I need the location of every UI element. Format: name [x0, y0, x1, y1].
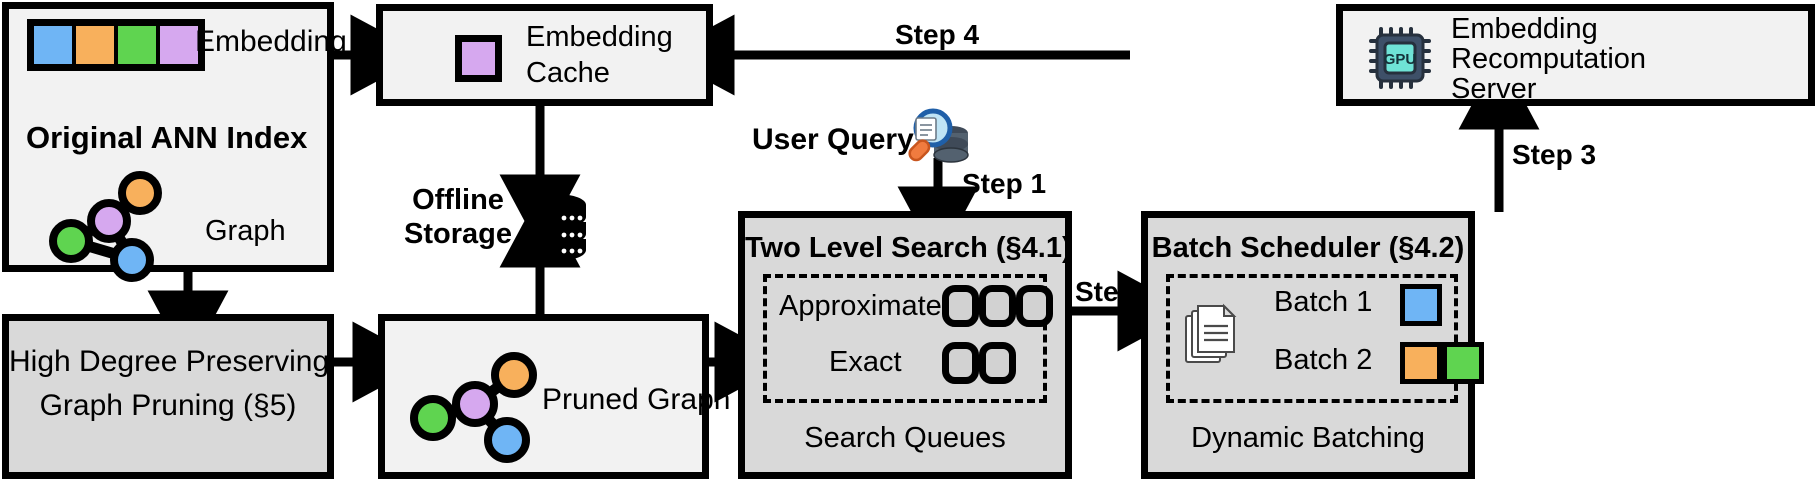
pruned-graph-label: Pruned Graph	[542, 383, 731, 416]
batch-1-label: Batch 1	[1274, 286, 1373, 318]
exact-queue-item-1	[942, 342, 979, 384]
exact-label: Exact	[829, 346, 902, 378]
batch-1-swatch-blue	[1400, 284, 1442, 326]
pruned-node-green	[410, 395, 456, 441]
graph-node-orange	[118, 171, 162, 215]
recomputation-server-line-2: Recomputation	[1451, 43, 1647, 75]
exact-queue-item-2	[979, 342, 1016, 384]
search-database-icon	[908, 108, 969, 163]
graph-pruning-box: High Degree Preserving Graph Pruning (§5…	[2, 314, 334, 479]
embedding-strip	[27, 19, 205, 71]
offline-storage-line-1: Offline	[412, 184, 504, 216]
original-ann-index-title: Original ANN Index	[26, 120, 308, 155]
recomputation-server-box: GPU Embedding Recomputation Server	[1336, 4, 1815, 106]
embedding-cache-line-1: Embedding	[526, 21, 673, 53]
embedding-cell-orange	[76, 26, 118, 64]
pruned-node-purple	[452, 381, 498, 427]
step-3-label: Step 3	[1512, 139, 1597, 170]
original-ann-index-box: Embedding Original ANN Index Graph	[2, 2, 347, 282]
recomputation-server-line-3: Server	[1451, 73, 1537, 105]
pruned-node-orange	[491, 352, 537, 398]
embedding-cell-blue	[34, 26, 76, 64]
embedding-label: Embedding	[195, 25, 347, 58]
approximate-queue-item-3	[1016, 285, 1053, 327]
cache-swatch-purple	[455, 35, 502, 82]
batch-scheduler-box: Batch Scheduler (§4.2) Batch 1 Batch 2	[1141, 211, 1484, 479]
pruned-graph-illustration	[410, 352, 537, 463]
search-queues-footer: Search Queues	[804, 422, 1006, 454]
search-queues-dashed-region: Approximate Exact	[763, 274, 1053, 403]
dynamic-batching-dashed-region: Batch 1 Batch 2	[1166, 274, 1484, 403]
two-level-search-box: Two Level Search (§4.1) Approximate Exac…	[738, 211, 1072, 479]
pruned-graph-box: Pruned Graph	[378, 314, 730, 479]
pruning-line-2: Graph Pruning (§5)	[39, 389, 297, 422]
approximate-queue-item-2	[979, 285, 1016, 327]
graph-node-blue	[110, 238, 154, 282]
database-icon	[528, 194, 586, 261]
svg-text:GPU: GPU	[1384, 51, 1417, 68]
original-graph-illustration	[49, 171, 162, 282]
batch-2-swatch-orange	[1400, 342, 1442, 384]
batch-2-label: Batch 2	[1274, 344, 1373, 376]
two-level-search-title: Two Level Search (§4.1)	[745, 232, 1072, 264]
graph-node-green	[49, 219, 93, 263]
embedding-cell-green	[118, 26, 160, 64]
graph-label: Graph	[205, 215, 286, 247]
step-1-label: Step 1	[962, 168, 1047, 199]
offline-storage-line-2: Storage	[404, 218, 512, 250]
embedding-cache-line-2: Cache	[526, 57, 610, 89]
approximate-queue-item-1	[942, 285, 979, 327]
embedding-cell-purple	[160, 26, 198, 64]
gpu-chip-icon: GPU	[1369, 27, 1431, 89]
step-4-label: Step 4	[895, 19, 980, 50]
recomputation-server-line-1: Embedding	[1451, 13, 1598, 45]
user-query-label: User Query	[752, 123, 914, 156]
pruned-node-blue	[484, 417, 530, 463]
batch-2-swatch-green	[1442, 342, 1484, 384]
pruning-line-1: High Degree Preserving	[9, 345, 330, 378]
graph-node-purple	[87, 199, 131, 243]
batch-scheduler-title: Batch Scheduler (§4.2)	[1151, 232, 1465, 264]
dynamic-batching-footer: Dynamic Batching	[1191, 422, 1425, 454]
embedding-cache-box: Embedding Cache	[376, 4, 713, 106]
documents-icon	[1185, 303, 1237, 363]
approximate-label: Approximate	[779, 290, 942, 322]
